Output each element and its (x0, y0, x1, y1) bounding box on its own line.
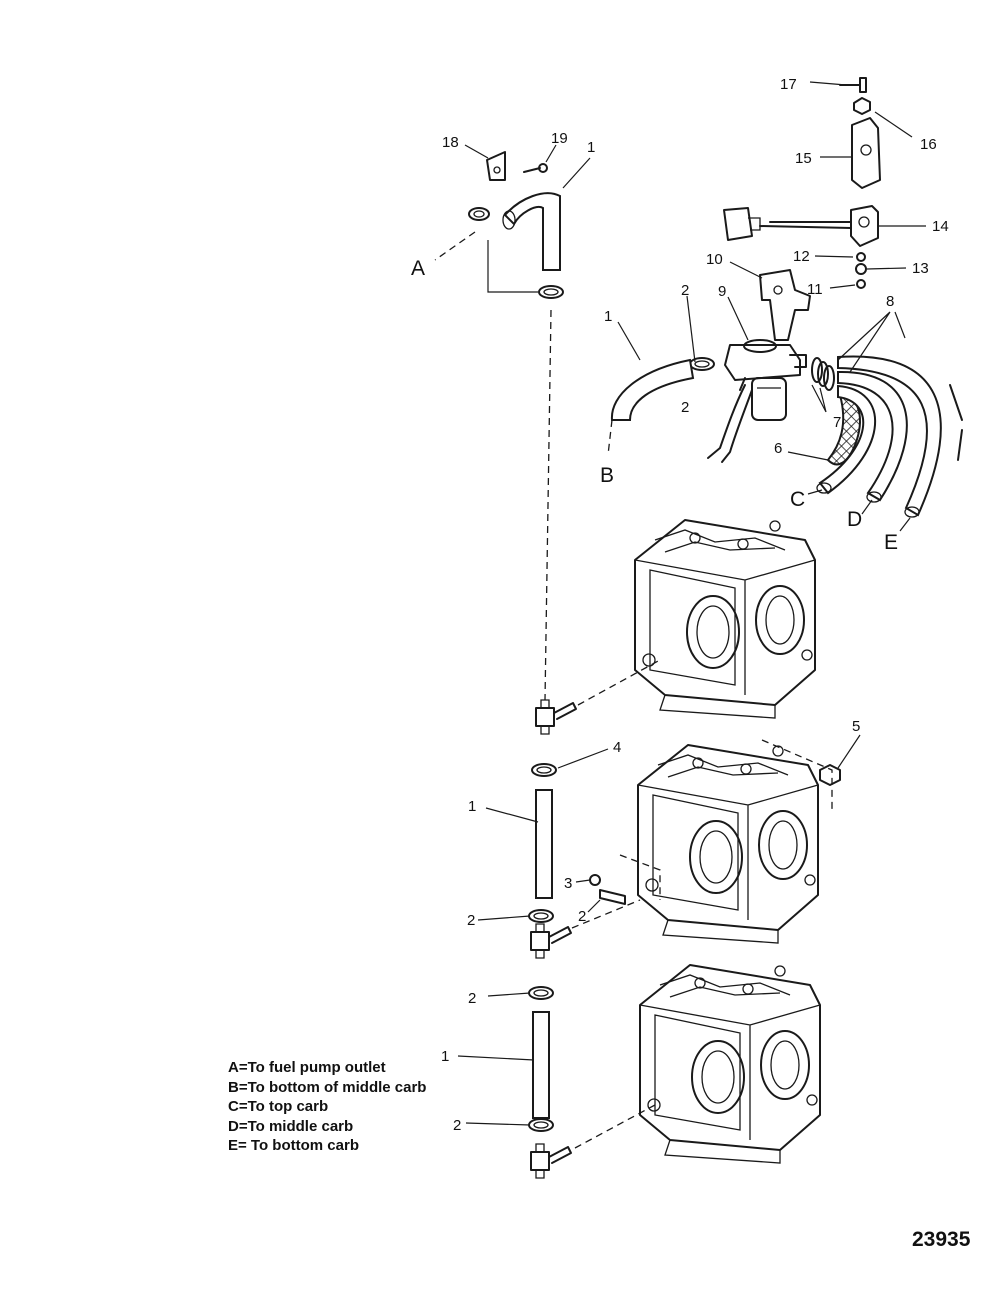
bracket-10 (759, 269, 811, 341)
clamp-2-middle-top (531, 763, 557, 777)
callout-number: 13 (912, 260, 929, 277)
leader-lines (457, 81, 926, 1126)
clamp-2-middle-bottom (528, 909, 554, 923)
callout-number: 15 (795, 150, 812, 167)
carburetor-middle (637, 744, 819, 944)
routing-line-fitting-middle (571, 899, 641, 929)
fuel-pump-9 (707, 339, 807, 463)
callout-number: 5 (852, 718, 860, 735)
callout-number: 1 (468, 798, 476, 815)
clamp-A-top (468, 207, 490, 221)
hose-1-middle (535, 789, 553, 899)
routing-line-screw-3 (619, 854, 661, 900)
callout-number: 2 (467, 912, 475, 929)
hoses-8 (816, 355, 963, 518)
callout-number: 1 (441, 1048, 449, 1065)
callout-number: 6 (774, 440, 782, 457)
hose-letter-b: B (600, 464, 614, 487)
legend-item: A=To fuel pump outlet (228, 1059, 386, 1076)
hose-letter-e: E (884, 531, 898, 554)
clamp-2-pump (689, 357, 715, 371)
routing-line-fitting-top (577, 659, 661, 706)
callout-number: 2 (468, 990, 476, 1007)
callout-number: 14 (932, 218, 949, 235)
bracket-15 (851, 117, 881, 189)
bracket-18 (486, 151, 506, 181)
callout-number: 8 (886, 293, 894, 310)
figure-number: 23935 (912, 1228, 971, 1251)
legend-item: C=To top carb (228, 1098, 329, 1115)
clamp-2-bottom-bottom (528, 1118, 554, 1132)
callout-number: 11 (807, 281, 823, 298)
fitting-bottom (530, 1143, 572, 1179)
clamp-2-bottom-top (528, 986, 554, 1000)
legend-item: D=To middle carb (228, 1117, 354, 1135)
hose-letter-d: D (847, 508, 862, 531)
hose-destination-legend: A=To fuel pump outlet B=To bottom of mid… (228, 1058, 426, 1156)
callout-number: 2 (681, 399, 689, 416)
nut-11 (856, 279, 866, 289)
callout-number: 7 (833, 414, 841, 431)
nut-16 (853, 97, 871, 115)
clips-7 (811, 357, 835, 391)
clamp-2-top (538, 285, 564, 299)
fitting-middle (530, 923, 572, 959)
callout-number: 1 (604, 308, 612, 325)
hose-letter-c: C (790, 488, 805, 511)
carburetor-bottom (639, 964, 821, 1164)
callout-number: 16 (920, 136, 937, 153)
washer-12 (856, 252, 866, 262)
leader-a (434, 231, 476, 261)
callout-number: 12 (793, 248, 810, 265)
callout-number: 10 (706, 251, 723, 268)
hose-1-bottom (532, 1011, 550, 1119)
callout-number: 1 (587, 139, 595, 156)
screw-19 (523, 163, 548, 173)
callout-number: 18 (442, 134, 459, 151)
sensor-14 (723, 205, 879, 247)
callout-number: 9 (718, 283, 726, 300)
callout-number: 2 (578, 908, 586, 925)
hose-letter-a: A (411, 257, 425, 280)
callout-number: 4 (613, 739, 621, 756)
screw-3 (599, 889, 626, 905)
callout-number: 19 (551, 130, 568, 147)
legend-item: B=To bottom of middle carb (228, 1078, 427, 1096)
leader-b (607, 419, 613, 456)
washer-4 (589, 874, 601, 886)
sleeve-6 (826, 393, 861, 466)
callout-number: 3 (564, 875, 572, 892)
washer-13 (855, 263, 867, 275)
routing-line-screw-5 (761, 739, 833, 810)
callout-number: 2 (453, 1117, 461, 1134)
hose-1-top-elbow (502, 192, 561, 271)
routing-line-fitting-bottom (574, 1104, 656, 1149)
fitting-top (535, 699, 577, 735)
hose-1-pump (610, 358, 695, 421)
carburetor-top (634, 519, 816, 719)
callout-number: 17 (780, 76, 797, 93)
callout-number: 2 (681, 282, 689, 299)
screw-5 (819, 764, 841, 786)
legend-item: E= To bottom carb (228, 1137, 359, 1154)
routing-line-top (544, 309, 552, 701)
